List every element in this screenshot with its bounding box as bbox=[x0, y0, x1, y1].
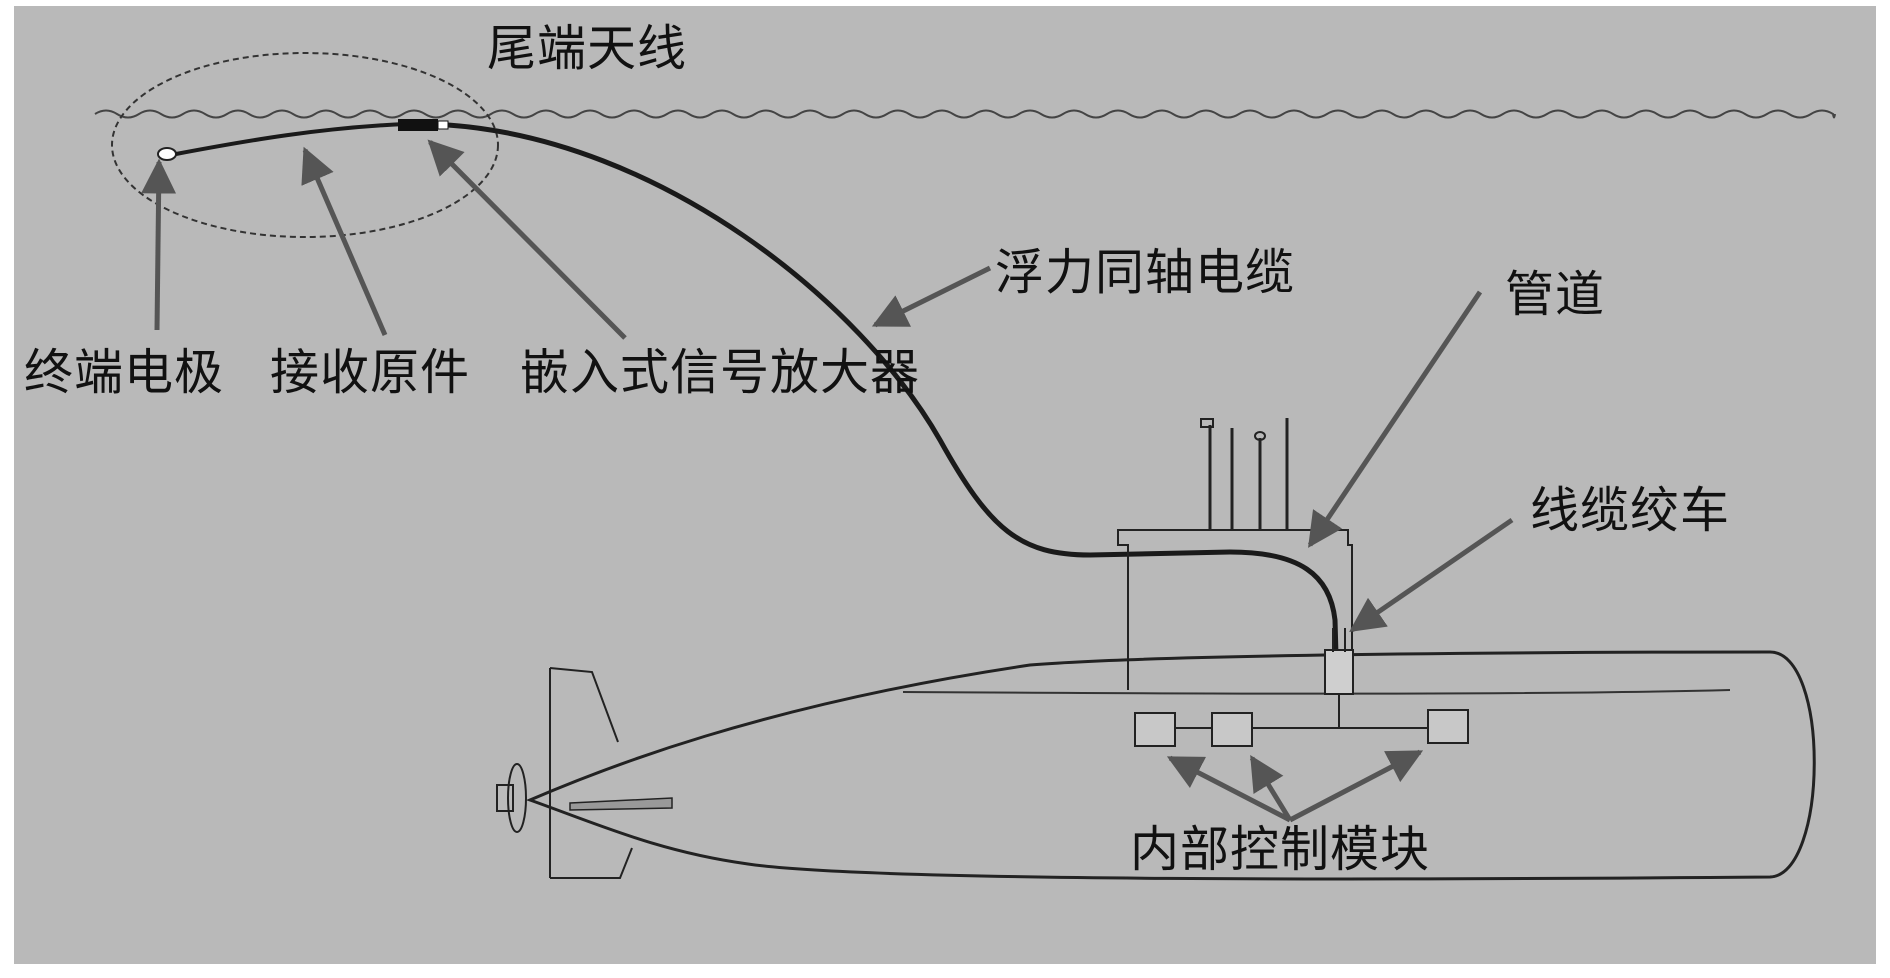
horizontal-stabilizer bbox=[569, 797, 673, 811]
label-tail-antenna: 尾端天线 bbox=[487, 20, 688, 77]
tail-antenna-ellipse bbox=[111, 52, 499, 238]
label-internal-control-modules: 内部控制模块 bbox=[1130, 821, 1431, 878]
arrow-module-3 bbox=[1288, 749, 1424, 823]
label-terminal-electrode: 终端电极 bbox=[24, 344, 225, 401]
control-module-3 bbox=[1427, 709, 1469, 744]
buoyant-coax-cable bbox=[447, 122, 1339, 656]
hull-deck-line bbox=[902, 689, 1731, 695]
cable-winch-housing bbox=[1324, 649, 1354, 695]
mast-1-cap bbox=[1200, 418, 1214, 428]
lower-tail-fin bbox=[550, 847, 633, 879]
label-pipe: 管道 bbox=[1505, 266, 1606, 323]
arrow-buoyant-coax bbox=[871, 265, 992, 328]
arrow-module-2 bbox=[1249, 755, 1293, 822]
control-module-1 bbox=[1134, 712, 1176, 747]
control-module-2 bbox=[1211, 712, 1253, 747]
upper-tail-fin bbox=[549, 667, 619, 743]
propeller-icon bbox=[507, 763, 527, 833]
mast-3-cap bbox=[1254, 431, 1266, 441]
propeller-hub bbox=[496, 784, 514, 812]
arrow-terminal-electrode bbox=[141, 158, 177, 331]
label-buoyant-coax: 浮力同轴电缆 bbox=[995, 244, 1296, 301]
arrow-embedded-amplifier bbox=[427, 139, 627, 340]
arrow-module-1 bbox=[1166, 755, 1292, 823]
amplifier-block bbox=[398, 119, 438, 131]
label-cable-winch: 线缆绞车 bbox=[1530, 482, 1731, 539]
antenna-wire bbox=[175, 122, 406, 156]
submarine-hull bbox=[525, 650, 1816, 881]
label-embedded-amplifier: 嵌入式信号放大器 bbox=[520, 344, 921, 401]
arrow-cable-winch bbox=[1349, 517, 1514, 633]
arrow-pipe bbox=[1307, 290, 1483, 548]
label-receiving-element: 接收原件 bbox=[270, 344, 471, 401]
arrow-receiving-element bbox=[301, 146, 388, 336]
terminal-electrode-icon bbox=[157, 147, 177, 161]
sea-surface-wave bbox=[94, 109, 1836, 119]
amplifier-connector bbox=[437, 120, 449, 130]
